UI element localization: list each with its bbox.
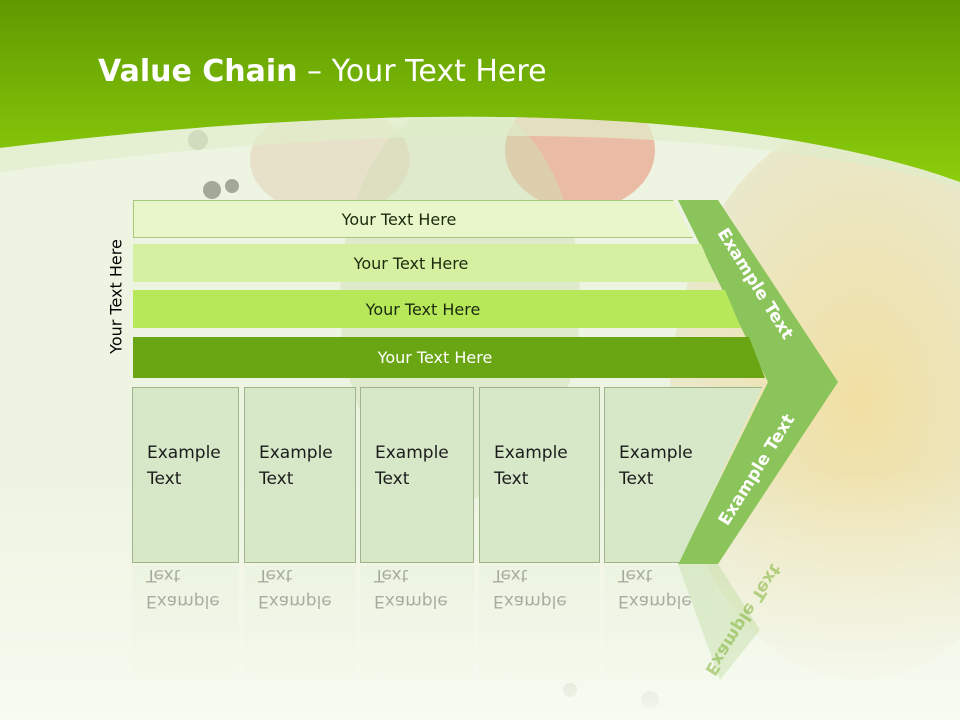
box-5-reflection: Example Text xyxy=(604,565,714,694)
primary-activity-box-2: Example Text xyxy=(244,387,356,563)
vertical-label: Your Text Here xyxy=(106,239,126,354)
box-2-line-2: Text xyxy=(259,469,294,489)
primary-activity-box-4: Example Text xyxy=(479,387,600,563)
box-1-line-2: Text xyxy=(147,469,182,489)
box-4-reflection: Example Text xyxy=(479,565,600,694)
box-5-line-2: Text xyxy=(619,469,654,489)
primary-activity-box-3: Example Text xyxy=(360,387,474,563)
support-bar-2: Your Text Here xyxy=(133,244,717,282)
box-3-line-1: Example xyxy=(375,443,449,463)
support-bar-3: Your Text Here xyxy=(133,290,741,328)
support-bar-2-label: Your Text Here xyxy=(353,253,469,273)
box-4-reflection-line-2: Text xyxy=(493,565,528,585)
box-1-reflection: Example Text xyxy=(132,565,239,694)
box-3-line-2: Text xyxy=(375,469,410,489)
support-bar-4-label: Your Text Here xyxy=(377,348,493,367)
box-2-reflection: Example Text xyxy=(244,565,356,694)
box-1-reflection-line-1: Example xyxy=(146,591,220,611)
box-1-reflection-line-2: Text xyxy=(146,565,181,585)
box-5-reflection-line-2: Text xyxy=(618,565,653,585)
box-2-line-1: Example xyxy=(259,443,333,463)
box-3-reflection-line-1: Example xyxy=(374,591,448,611)
support-bar-4: Your Text Here xyxy=(133,337,765,378)
support-bar-1-label: Your Text Here xyxy=(341,209,457,229)
box-2-reflection-line-2: Text xyxy=(258,565,293,585)
box-2-reflection-line-1: Example xyxy=(258,591,332,611)
box-3-reflection: Example Text xyxy=(360,565,474,694)
support-bar-1: Your Text Here xyxy=(133,200,693,238)
box-4-reflection-line-1: Example xyxy=(493,591,567,611)
box-4-line-1: Example xyxy=(494,443,568,463)
box-5-line-1: Example xyxy=(619,443,693,463)
primary-activity-box-1: Example Text xyxy=(132,387,239,563)
support-bar-3-label: Your Text Here xyxy=(365,299,481,319)
box-5-reflection-line-1: Example xyxy=(618,591,692,611)
box-4-line-2: Text xyxy=(494,469,529,489)
slide-title: Value Chain – Your Text Here xyxy=(98,54,547,89)
box-1-line-1: Example xyxy=(147,443,221,463)
box-3-reflection-line-2: Text xyxy=(374,565,409,585)
